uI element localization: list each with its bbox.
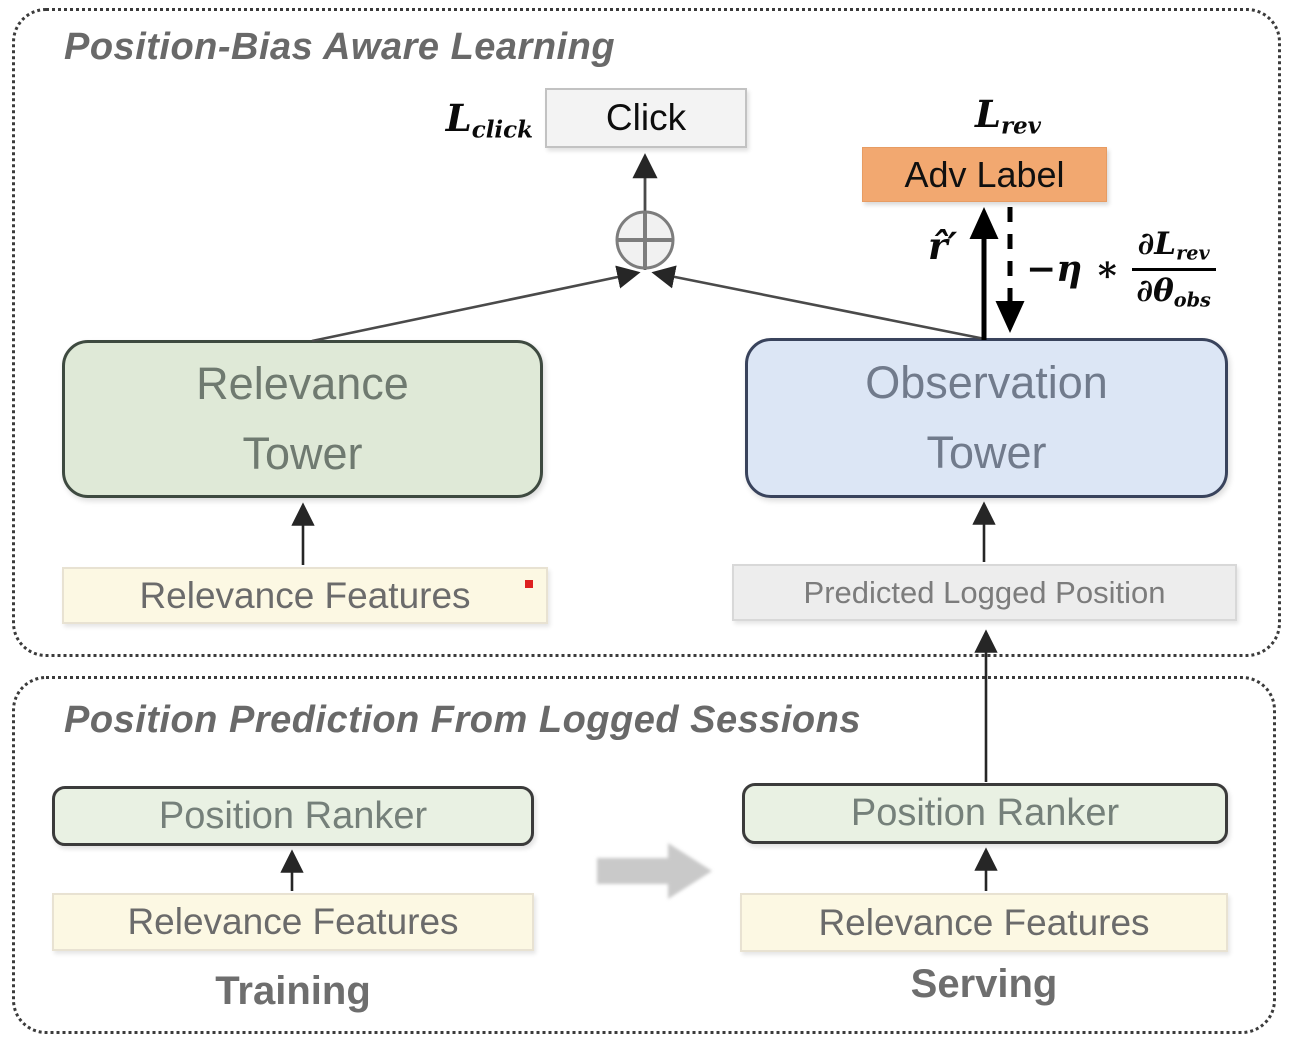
relevance-features-text: Relevance Features [139,574,471,616]
loss-rev-label: Lrev [948,92,1068,139]
gradient-prefix: −η ∗ [1026,248,1120,290]
gradient-fraction: ∂Lrev ∂θobs [1131,226,1216,311]
training-caption: Training [215,969,371,1013]
relevance-features-training-box: Relevance Features [52,893,534,951]
observation-tower-line1: Observation [865,357,1108,408]
adv-label-box: Adv Label [862,147,1107,202]
gradient-denominator-base: ∂θ [1136,272,1174,309]
loss-click-subscript: click [471,116,533,144]
gradient-numerator-base: ∂L [1137,226,1177,263]
observation-tower-box: Observation Tower [745,338,1228,498]
gradient-numerator-subscript: rev [1176,241,1210,265]
predicted-logged-position-box: Predicted Logged Position [732,564,1237,621]
relevance-tower-line1: Relevance [196,358,409,409]
loss-click-label: Lclick [420,96,533,143]
relevance-tower-box: Relevance Tower [62,340,543,498]
section-title-position-bias: Position-Bias Aware Learning [64,26,616,68]
loss-rev-subscript: rev [1001,112,1042,140]
observation-tower-line2: Tower [926,427,1047,478]
r-hat-prime-label: r̂′ [928,224,958,268]
relevance-features-box: Relevance Features [62,567,548,624]
position-ranker-training-box: Position Ranker [52,786,534,846]
section-title-position-prediction: Position Prediction From Logged Sessions [64,699,861,741]
gradient-denominator: ∂θobs [1137,271,1211,311]
loss-click-base: L [445,96,472,140]
position-bias-learning-panel [12,8,1281,657]
click-box: Click [545,88,747,148]
gradient-denominator-subscript: obs [1173,287,1211,311]
position-ranker-serving-box: Position Ranker [742,783,1228,844]
serving-caption: Serving [910,962,1058,1006]
gradient-formula: −η ∗ ∂Lrev ∂θobs [1026,222,1216,316]
position-prediction-panel [12,676,1276,1034]
relevance-tower-line2: Tower [242,428,363,479]
loss-rev-base: L [974,92,1001,136]
red-marker-dot [525,580,533,588]
relevance-features-serving-box: Relevance Features [740,893,1228,952]
gradient-numerator: ∂Lrev [1131,226,1216,271]
